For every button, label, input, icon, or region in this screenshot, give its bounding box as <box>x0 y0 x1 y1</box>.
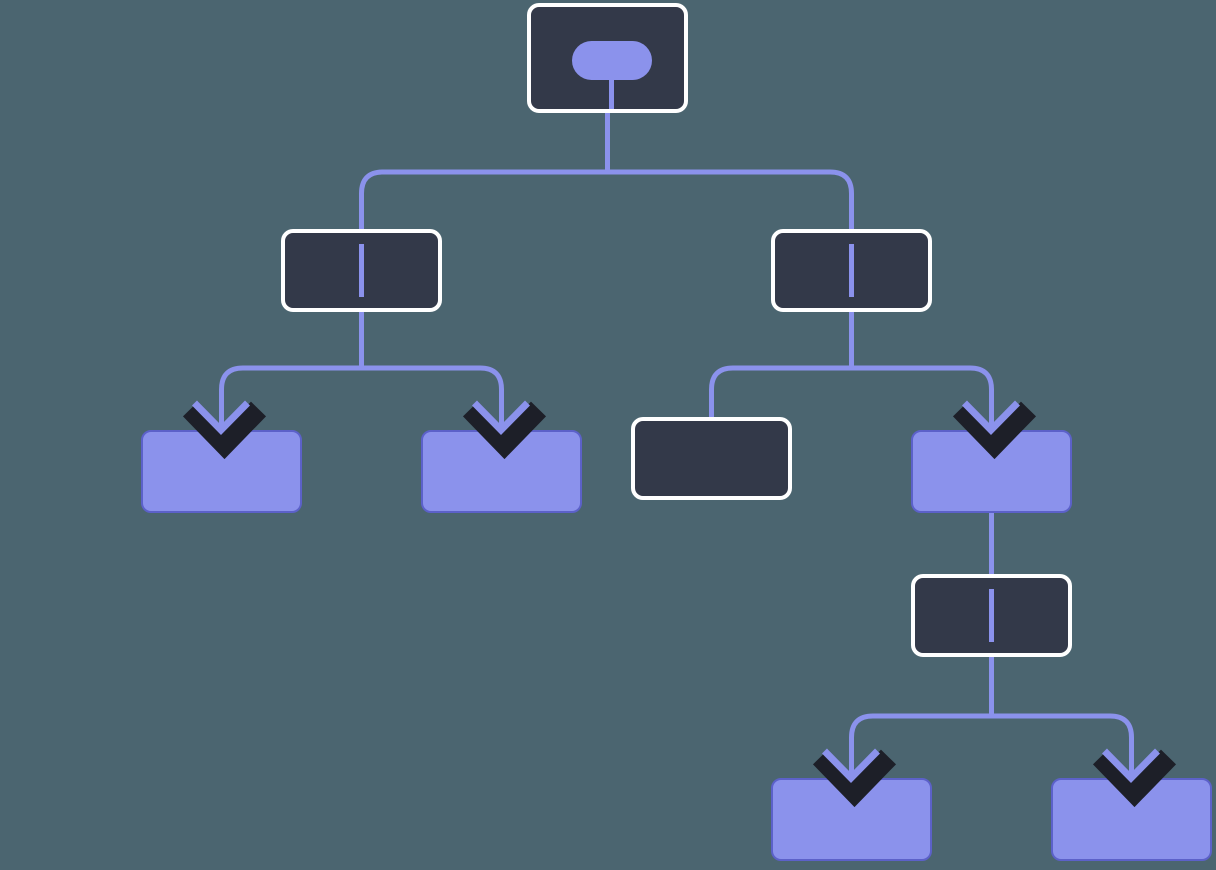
node-n-l2-b[interactable] <box>421 430 582 513</box>
node-n-l4-a[interactable] <box>771 778 932 861</box>
node-stem-glyph <box>609 67 614 109</box>
node-n-l2-d[interactable] <box>911 430 1072 513</box>
node-bar-glyph <box>849 244 854 297</box>
node-n-l1-left[interactable] <box>281 229 442 312</box>
node-n-l3[interactable] <box>911 574 1072 657</box>
node-bar-glyph <box>359 244 364 297</box>
node-n-l4-b[interactable] <box>1051 778 1212 861</box>
node-n-l2-c[interactable] <box>631 417 792 500</box>
node-n-root[interactable] <box>527 3 688 113</box>
node-n-l2-a[interactable] <box>141 430 302 513</box>
node-bar-glyph <box>989 589 994 642</box>
node-n-l1-right[interactable] <box>771 229 932 312</box>
